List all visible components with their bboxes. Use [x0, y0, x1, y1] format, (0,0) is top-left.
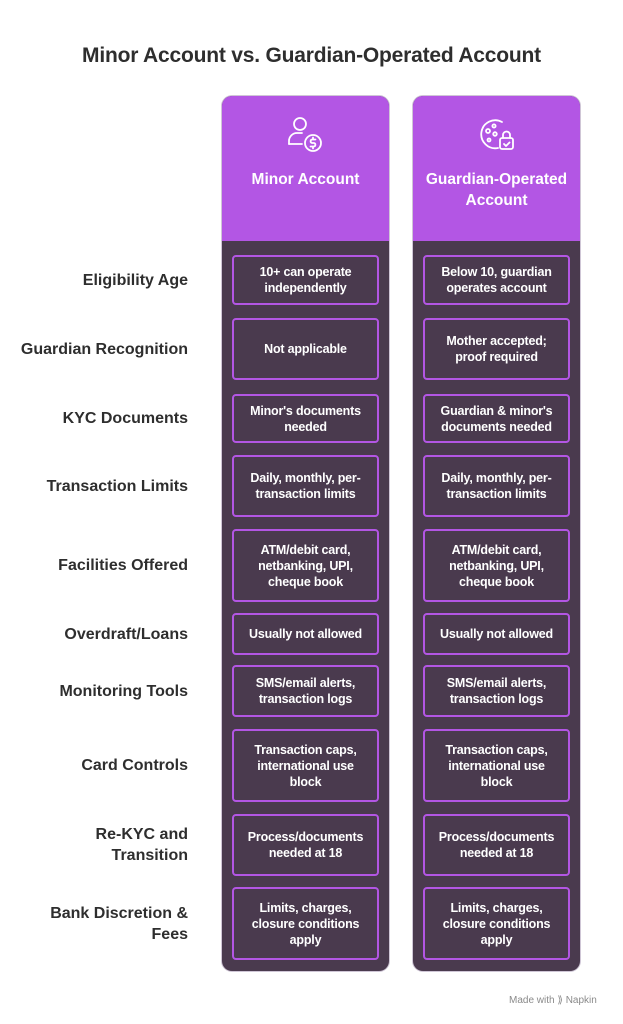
guardian-cell-card-controls: Transaction caps, international use bloc…: [423, 729, 570, 802]
minor-cell-guardian-recognition: Not applicable: [232, 318, 379, 380]
row-label-overdraft-loans: Overdraft/Loans: [64, 625, 188, 643]
row-label-kyc-documents: KYC Documents: [62, 410, 188, 427]
guardian-account-column: Guardian-Operated Account Below 10, guar…: [413, 96, 580, 971]
row-label-eligibility-age: Eligibility Age: [82, 271, 188, 289]
guardian-account-header: Guardian-Operated Account: [413, 96, 580, 241]
row-label-facilities-offered: Facilities Offered: [58, 557, 188, 574]
page-title: Minor Account vs. Guardian-Operated Acco…: [82, 44, 541, 67]
minor-account-header: Minor Account: [222, 96, 389, 241]
minor-cell-card-controls: Transaction caps, international use bloc…: [232, 729, 379, 802]
row-label-bank-discretion-fees: Bank Discretion & Fees: [50, 904, 188, 943]
guardian-cell-eligibility-age: Below 10, guardian operates account: [423, 255, 570, 305]
person-dollar-icon: [287, 117, 322, 152]
minor-cell-monitoring-tools: SMS/email alerts, transaction logs: [232, 665, 379, 717]
minor-cell-facilities-offered: ATM/debit card, netbanking, UPI, cheque …: [232, 529, 379, 602]
row-label-transaction-limits: Transaction Limits: [46, 477, 188, 495]
row-label-re-kyc-and-transition: Re-KYC and Transition: [95, 826, 188, 864]
guardian-cell-transaction-limits: Daily, monthly, per-transaction limits: [423, 455, 570, 517]
minor-account-column: Minor Account 10+ can operate independen…: [222, 96, 389, 971]
row-label-card-controls: Card Controls: [81, 757, 188, 774]
minor-cell-re-kyc-and-transition: Process/documents needed at 18: [232, 814, 379, 876]
minor-cell-overdraft-loans: Usually not allowed: [232, 613, 379, 655]
row-label-monitoring-tools: Monitoring Tools: [59, 682, 188, 700]
napkin-footer: Made with ⟫ Napkin: [509, 995, 597, 1006]
minor-cell-eligibility-age: 10+ can operate independently: [232, 255, 379, 305]
guardian-cell-guardian-recognition: Mother accepted; proof required: [423, 318, 570, 380]
minor-cell-kyc-documents: Minor's documents needed: [232, 394, 379, 443]
guardian-cell-overdraft-loans: Usually not allowed: [423, 613, 570, 655]
minor-cell-transaction-limits: Daily, monthly, per-transaction limits: [232, 455, 379, 517]
guardian-cell-facilities-offered: ATM/debit card, netbanking, UPI, cheque …: [423, 529, 570, 602]
minor-cell-bank-discretion-fees: Limits, charges, closure conditions appl…: [232, 887, 379, 960]
guardian-account-title: Guardian-Operated Account: [425, 171, 568, 209]
guardian-cell-bank-discretion-fees: Limits, charges, closure conditions appl…: [423, 887, 570, 960]
guardian-cell-kyc-documents: Guardian & minor's documents needed: [423, 394, 570, 443]
guardian-cell-monitoring-tools: SMS/email alerts, transaction logs: [423, 665, 570, 717]
guardian-cell-re-kyc-and-transition: Process/documents needed at 18: [423, 814, 570, 876]
minor-account-title: Minor Account: [251, 171, 360, 188]
row-label-guardian-recognition: Guardian Recognition: [20, 340, 188, 358]
cookie-lock-icon: [479, 119, 514, 150]
